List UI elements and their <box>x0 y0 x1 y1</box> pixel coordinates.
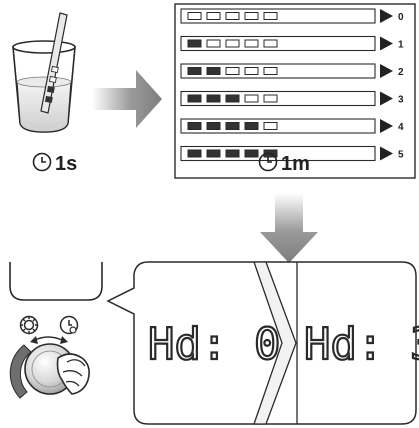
strip-pad <box>206 67 221 75</box>
strip-pad <box>206 149 221 158</box>
arrow-right-icon <box>380 91 393 106</box>
strip-pad <box>225 39 240 48</box>
dip-time-label: 1s <box>55 153 77 175</box>
strip-pad <box>263 67 278 75</box>
strip-row: 0 <box>180 8 404 24</box>
arrow-right-icon <box>380 119 393 133</box>
strip-pad <box>263 122 278 130</box>
strip-row: 1 <box>180 35 404 52</box>
strip-pad <box>263 12 278 20</box>
display-reading-before: Hd: 0 <box>148 319 280 370</box>
strip-pad <box>244 39 259 48</box>
arrow-right-icon <box>92 70 162 128</box>
timer-icon <box>59 315 79 335</box>
strip-pad <box>244 149 259 158</box>
strip-row: 4 <box>180 118 404 134</box>
hand-icon <box>56 353 90 395</box>
strip-pad <box>187 149 202 158</box>
strip-pad <box>187 39 202 48</box>
strip-pad <box>225 122 240 130</box>
arrow-right-icon <box>380 64 393 78</box>
strip-row: 3 <box>180 90 404 107</box>
level-label: 1 <box>398 40 404 51</box>
strip-pad <box>48 75 57 84</box>
strip-pad <box>50 65 59 74</box>
glass-icon <box>12 40 76 133</box>
strip-pad <box>206 122 221 130</box>
level-label: 0 <box>398 12 404 23</box>
arrow-right-icon <box>380 146 393 161</box>
strip-row: 2 <box>180 63 404 79</box>
display-reading-after: Hd: 3 <box>304 319 419 370</box>
level-label: 4 <box>398 122 404 133</box>
level-label: 2 <box>398 67 404 78</box>
arrow-right-icon <box>380 36 393 51</box>
strip-pad <box>187 94 202 103</box>
strip-pad <box>187 12 202 20</box>
strip-pad <box>44 95 53 104</box>
strip-pad <box>206 12 221 20</box>
strip-pad <box>206 94 221 103</box>
strip-pad <box>187 122 202 130</box>
strip-pad <box>244 12 259 20</box>
device-body <box>9 262 103 301</box>
level-label: 5 <box>398 150 404 161</box>
arrow-right-icon <box>380 9 393 23</box>
strip-pad <box>187 67 202 75</box>
strip-pad <box>46 85 55 94</box>
strip-pad <box>263 94 278 103</box>
test-strip <box>40 12 68 114</box>
strip-pad <box>225 12 240 20</box>
strip-chart: 0 1 2 3 4 5 <box>180 8 404 162</box>
clock-icon <box>258 152 278 172</box>
strip-pad <box>225 67 240 75</box>
strip-pad <box>225 94 240 103</box>
arrow-down-icon <box>260 193 318 263</box>
strip-pad <box>244 94 259 103</box>
strip-pad <box>244 67 259 75</box>
strip-pad <box>263 39 278 48</box>
level-label: 3 <box>398 95 404 106</box>
settings-icon <box>19 315 39 335</box>
strip-pad <box>244 122 259 130</box>
strip-pad <box>225 149 240 158</box>
strip-row: 5 <box>180 145 404 162</box>
strip-pad <box>206 39 221 48</box>
wait-time-label: 1m <box>281 153 310 175</box>
display-panel <box>106 261 417 425</box>
clock-icon <box>32 152 52 172</box>
